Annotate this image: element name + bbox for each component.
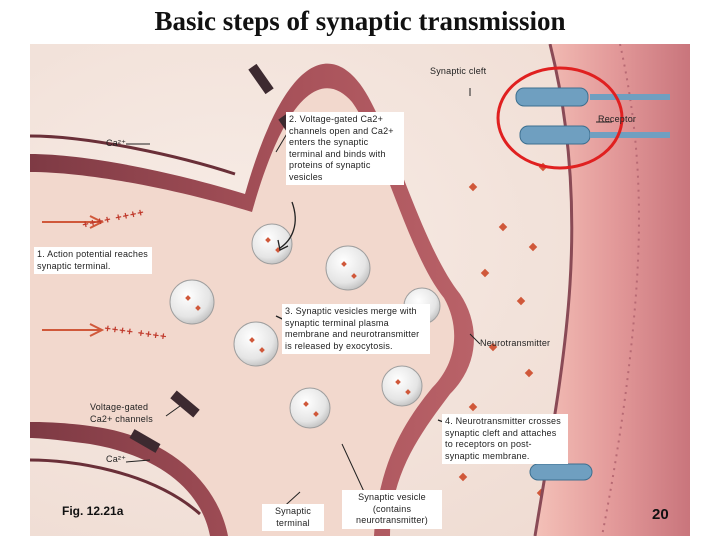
ap-arrow-2 bbox=[42, 323, 105, 337]
label-voltage-gated-channels: Voltage-gated Ca2+ channels bbox=[90, 402, 153, 424]
label-ca-top: Ca²⁺ bbox=[106, 138, 127, 148]
vesicle-5 bbox=[289, 387, 331, 429]
synapse-figure: Synaptic cleft Receptor Ca²⁺ 2. Voltage-… bbox=[30, 44, 690, 536]
vesicle-6 bbox=[381, 365, 423, 407]
membrane-ridge-top bbox=[30, 134, 236, 176]
vesicle-4 bbox=[233, 321, 279, 367]
vesicle-3 bbox=[169, 279, 215, 325]
label-step-4: 4. Neurotransmitter crosses synaptic cle… bbox=[442, 414, 568, 464]
label-step-1: 1. Action potential reaches synaptic ter… bbox=[34, 247, 152, 274]
receptor-3 bbox=[529, 463, 593, 481]
receptor-1 bbox=[515, 87, 589, 107]
slide-title: Basic steps of synaptic transmission bbox=[154, 6, 566, 36]
label-receptor: Receptor bbox=[598, 114, 637, 124]
label-step-2: 2. Voltage-gated Ca2+ channels open and … bbox=[286, 112, 404, 185]
figure-number: Fig. 12.21a bbox=[62, 504, 124, 518]
label-synaptic-cleft: Synaptic cleft bbox=[430, 66, 487, 76]
vesicle-2 bbox=[325, 245, 371, 291]
receptor-highlight bbox=[496, 66, 624, 170]
label-step-3: 3. Synaptic vesicles merge with synaptic… bbox=[282, 304, 430, 354]
receptor-2 bbox=[519, 125, 591, 145]
label-ca-bottom: Ca²⁺ bbox=[106, 454, 127, 464]
receptor-tails bbox=[590, 94, 670, 138]
label-synaptic-terminal: Synaptic terminal bbox=[262, 504, 324, 531]
terminal-cytoplasm bbox=[30, 88, 455, 536]
label-synaptic-vesicle: Synaptic vesicle (contains neurotransmit… bbox=[342, 490, 442, 529]
membrane-ridge-bottom bbox=[30, 458, 201, 516]
label-neurotransmitter: Neurotransmitter bbox=[480, 338, 551, 348]
ap-arrow-1 bbox=[42, 215, 105, 229]
slide-number: 20 bbox=[652, 506, 669, 523]
step-arrow-2 bbox=[277, 201, 296, 251]
synaptic-vesicles bbox=[169, 223, 441, 429]
neurotransmitter-inside bbox=[185, 237, 411, 417]
receptors bbox=[515, 87, 593, 481]
vesicle-1 bbox=[251, 223, 293, 265]
